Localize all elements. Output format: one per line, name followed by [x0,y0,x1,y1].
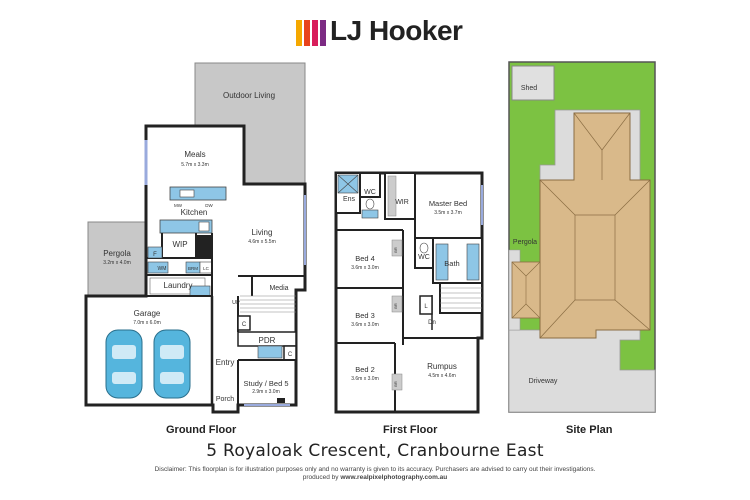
caption-site-plan: Site Plan [566,424,613,436]
producer-link[interactable]: www.realpixelphotography.com.au [340,474,448,481]
label-pergola: Pergola [103,249,131,258]
label-shed: Shed [521,85,537,92]
dim-bed-2: 3.6m x 3.0m [351,376,379,382]
label-site-pergola: Pergola [513,239,537,246]
label-ens: Ens [343,196,356,203]
label-bed-4: Bed 4 [355,254,375,263]
site-plan: Shed Pergola Driveway [508,61,656,413]
caption-ground-floor: Ground Floor [166,424,237,436]
label-wir: WIR [395,199,409,206]
cooktop-icon [198,221,210,232]
label-driveway: Driveway [529,378,558,385]
label-bed-2: Bed 2 [355,365,375,374]
property-address: 5 Royaloak Crescent, Cranbourne East [206,441,544,461]
dim-rumpus: 4.5m x 4.6m [428,373,456,379]
sink-icon [179,189,195,198]
disclaimer-credit: produced by www.realpixelphotography.com… [0,474,750,482]
car-icon [153,329,191,399]
lj-hooker-logo: LJ Hooker [296,14,463,50]
shed [511,65,555,101]
label-outdoor-living: Outdoor Living [223,91,275,100]
ground-floor-plan: Outdoor Living Meals 5.7m x 3.3m MW DW K… [84,62,307,414]
label-bath: Bath [444,259,459,268]
label-meals: Meals [184,150,205,159]
dim-garage: 7.0m x 6.0m [133,320,161,326]
label-brm: BRM [188,266,198,271]
label-master-bed: Master Bed [429,199,467,208]
pergola-area [87,221,147,297]
label-kitchen: Kitchen [181,208,208,217]
floorplans: Outdoor Living Meals 5.7m x 3.3m MW DW K… [84,61,656,414]
label-bed-3: Bed 3 [355,311,375,320]
label-porch: Porch [216,396,234,403]
label-l: L [424,304,428,310]
dim-living: 4.6m x 5.5m [248,239,276,245]
logo-mark-icon [296,20,326,46]
roof [539,112,651,339]
label-f: F [153,252,157,258]
label-garage: Garage [134,309,161,318]
label-wc-upper: WC [364,189,376,196]
label-living: Living [252,228,273,237]
label-up: UP [232,300,240,306]
produced-by-text: produced by [302,474,339,481]
label-pdr: PDR [259,336,276,345]
dim-bed-4: 3.6m x 3.0m [351,265,379,271]
label-media: Media [269,285,288,292]
label-mw: MW [174,203,183,208]
dim-pergola: 3.2m x 4.0m [103,260,131,266]
label-wip: WIP [172,240,187,249]
dim-master-bed: 3.5m x 3.7m [434,210,462,216]
brand-name: LJ Hooker [330,15,463,46]
label-lc: LC [203,266,210,271]
disclaimer-text: Disclaimer: This floorplan is for illust… [154,466,596,473]
label-study: Study / Bed 5 [243,379,288,388]
dim-bed-3: 3.6m x 3.0m [351,322,379,328]
car-icon [105,329,143,399]
label-laundry: Laundry [164,281,193,290]
island-bench [169,186,227,201]
caption-first-floor: First Floor [383,424,438,436]
label-rumpus: Rumpus [427,362,457,371]
first-floor-plan: Ens WC WIR Master Bed 3.5m x 3.7m Bed 4 … [334,171,484,414]
label-entry: Entry [216,358,235,367]
label-br-bed2: BR [393,381,398,387]
fridge-space [197,235,211,257]
label-br-bed3: BR [393,303,398,309]
label-wc-lower: WC [418,254,430,261]
label-c-upper: C [242,322,247,328]
label-br-bed4: BR [393,247,398,253]
label-dn: Dn [428,320,436,326]
label-wm: WM [158,266,167,272]
dim-meals: 5.7m x 3.3m [181,162,209,168]
label-c-lower: C [288,352,293,358]
label-dw: DW [205,203,213,208]
dim-study: 2.9m x 3.0m [252,389,280,395]
disclaimer: Disclaimer: This floorplan is for illust… [0,466,750,482]
